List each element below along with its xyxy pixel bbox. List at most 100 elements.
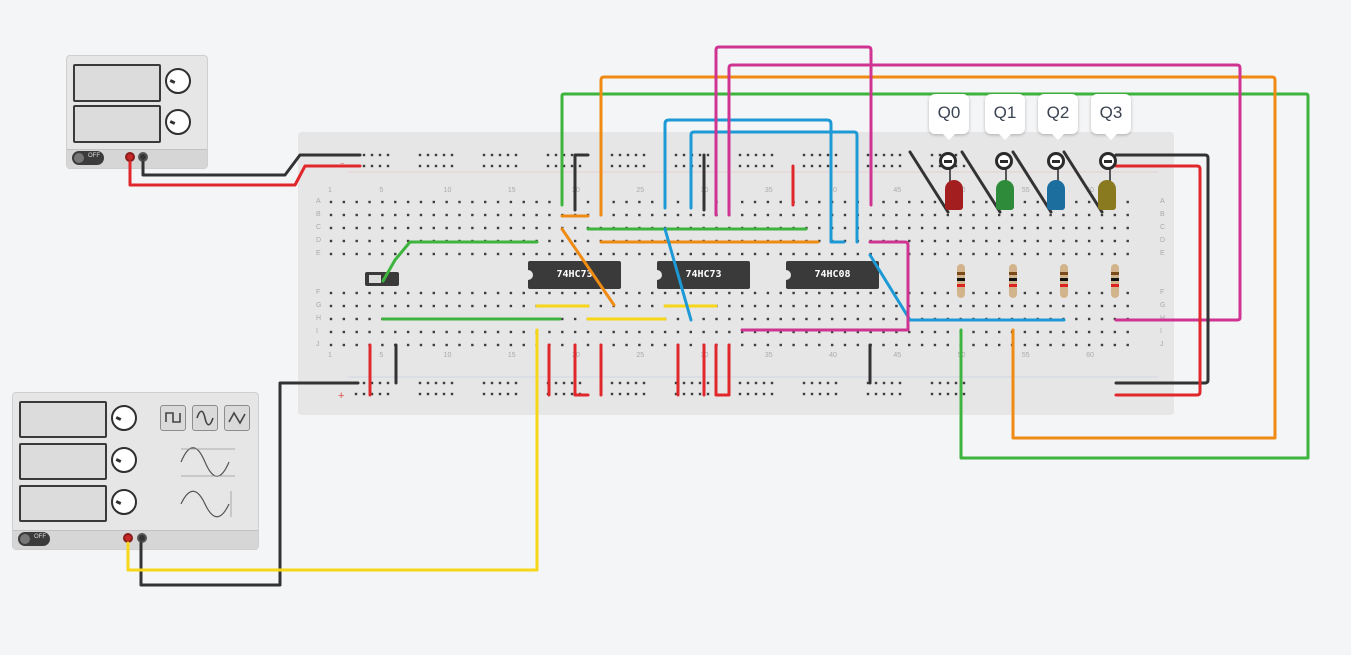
offset-sine-icon <box>180 490 232 518</box>
wire-led-gnd-2 <box>960 150 1002 214</box>
led-q3[interactable] <box>1098 180 1116 210</box>
wire-blue-2 <box>689 130 859 244</box>
wire-led-gnd-3 <box>1011 150 1053 214</box>
row-letter: I <box>316 328 318 335</box>
row-letter: C <box>1160 224 1166 231</box>
column-number: 10 <box>443 352 452 359</box>
amplitude-sine-icon <box>180 447 235 477</box>
row-letter: J <box>316 341 320 348</box>
chip-74hc73-b[interactable]: 74HC73 <box>656 261 750 289</box>
resistor-q1[interactable] <box>1009 264 1017 298</box>
column-number: 35 <box>764 187 773 194</box>
function-generator[interactable]: OFF <box>12 392 259 550</box>
frequency-knob[interactable] <box>111 405 137 431</box>
column-number: 5 <box>379 187 384 194</box>
offset-knob[interactable] <box>111 489 137 515</box>
wire-blue-3 <box>868 253 1066 322</box>
square-wave-button[interactable] <box>160 405 186 431</box>
column-number: 10 <box>443 187 452 194</box>
row-letter: I <box>1160 328 1162 335</box>
wire-magenta-2 <box>727 63 1242 322</box>
current-knob[interactable] <box>165 109 191 135</box>
wire-green-long <box>560 92 1310 460</box>
label-q2[interactable]: Q2 <box>1038 94 1078 140</box>
column-number: 5 <box>379 352 384 359</box>
amplitude-display <box>19 443 107 480</box>
voltage-display <box>73 64 161 102</box>
probe-q3[interactable] <box>1099 152 1117 170</box>
resistor-q0[interactable] <box>957 264 965 298</box>
row-letter: D <box>1160 237 1166 244</box>
wire-led-gnd-4 <box>1062 150 1104 214</box>
wire-rail-red-7 <box>714 343 731 397</box>
probe-q0[interactable] <box>939 152 957 170</box>
row-letter: F <box>316 289 321 296</box>
row-letter: B <box>316 211 321 218</box>
frequency-display <box>19 401 107 438</box>
row-letter: F <box>1160 289 1165 296</box>
dc-power-supply[interactable]: OFF <box>66 55 208 169</box>
row-letter: E <box>1160 250 1165 257</box>
wire-led-gnd-1 <box>908 150 950 214</box>
wire-psu-positive <box>128 160 362 187</box>
chip-74hc08[interactable]: 74HC08 <box>785 261 879 289</box>
row-letter: E <box>316 250 321 257</box>
probe-q1[interactable] <box>995 152 1013 170</box>
probe-q2[interactable] <box>1047 152 1065 170</box>
resistor-q3[interactable] <box>1111 264 1119 298</box>
wire-blue-1 <box>663 118 846 244</box>
column-number: 40 <box>829 352 837 359</box>
led-q2[interactable] <box>1047 180 1065 210</box>
row-letter: C <box>316 224 322 231</box>
wire-top-black-1 <box>573 153 590 212</box>
wire-orange-diag <box>560 227 616 307</box>
column-number: 1 <box>328 187 332 194</box>
wire-green-switch <box>381 240 539 283</box>
offset-display <box>19 485 107 522</box>
label-q0[interactable]: Q0 <box>929 94 969 140</box>
column-number: 45 <box>893 352 902 359</box>
label-q1[interactable]: Q1 <box>985 94 1025 140</box>
amplitude-knob[interactable] <box>111 447 137 473</box>
square-wave-icon <box>165 412 181 423</box>
fgen-power-switch[interactable]: OFF <box>18 532 50 546</box>
column-number: 60 <box>1086 352 1094 359</box>
slide-switch[interactable] <box>365 272 399 286</box>
label-q3[interactable]: Q3 <box>1091 94 1131 140</box>
voltage-knob[interactable] <box>165 68 191 94</box>
wire-magenta-1 <box>714 45 873 217</box>
row-letter: G <box>316 302 322 309</box>
current-display <box>73 105 161 143</box>
psu-power-switch[interactable]: OFF <box>72 151 104 165</box>
led-q0[interactable] <box>945 180 963 210</box>
column-number: 25 <box>636 187 645 194</box>
sine-wave-button[interactable] <box>192 405 218 431</box>
row-letter: A <box>316 198 321 205</box>
row-letter: D <box>316 237 322 244</box>
row-letter: G <box>1160 302 1166 309</box>
row-letter: A <box>1160 198 1165 205</box>
column-number: 1 <box>328 352 332 359</box>
triangle-wave-button[interactable] <box>224 405 250 431</box>
chip-74hc73-a[interactable]: 74HC73 <box>527 261 621 289</box>
wire-psu-negative <box>141 153 362 177</box>
wire-magenta-3 <box>740 240 910 332</box>
row-letter: B <box>1160 211 1165 218</box>
column-number: 25 <box>636 352 645 359</box>
column-number: 15 <box>507 352 516 359</box>
sine-wave-icon <box>196 410 214 426</box>
wire-rail-red-3 <box>573 343 590 397</box>
wire-fgen-clock <box>126 328 539 572</box>
triangle-wave-icon <box>228 411 246 425</box>
wire-orange-long <box>599 75 1277 440</box>
wire-fgen-ground <box>139 381 360 587</box>
column-number: 55 <box>1021 187 1030 194</box>
wire-right-red <box>1114 164 1202 397</box>
resistor-q2[interactable] <box>1060 264 1068 298</box>
column-number: 35 <box>764 352 773 359</box>
led-q1[interactable] <box>996 180 1014 210</box>
row-letter: H <box>316 315 322 322</box>
column-number: 55 <box>1021 352 1030 359</box>
wire-blue-diag <box>663 227 693 322</box>
